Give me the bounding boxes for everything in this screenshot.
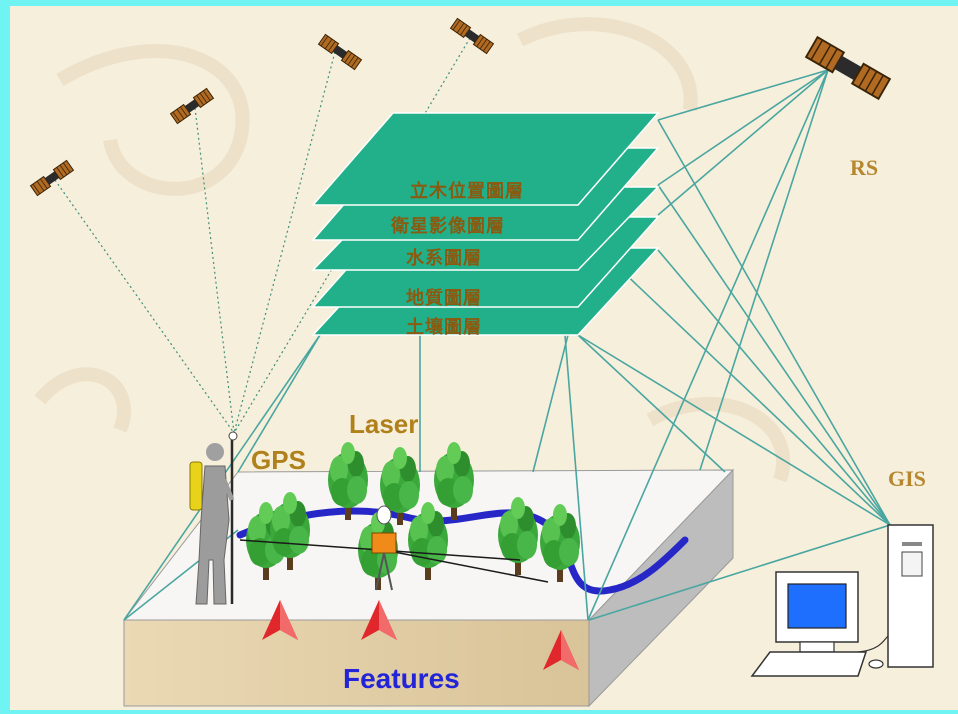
rs-label: RS bbox=[850, 155, 879, 180]
features-label: Features bbox=[343, 663, 460, 694]
background-texture bbox=[34, 17, 791, 483]
layer-tree-position bbox=[311, 112, 660, 206]
laser-label: Laser bbox=[349, 409, 419, 439]
computer-icon bbox=[750, 524, 934, 677]
layer-label-soil: 土壤圖層 bbox=[406, 317, 482, 338]
layer-stack bbox=[311, 112, 660, 336]
gis-label: GIS bbox=[888, 466, 926, 491]
surveyor-icon bbox=[189, 431, 238, 605]
layer-label-geology: 地質圖層 bbox=[406, 288, 482, 309]
laser-device-icon bbox=[239, 505, 549, 591]
layer-label-tree-position: 立木位置圖層 bbox=[410, 181, 524, 202]
gps-label: GPS bbox=[251, 445, 306, 475]
connector-lines bbox=[123, 69, 891, 621]
layer-label-satellite-image: 衛星影像圖層 bbox=[391, 216, 505, 237]
layer-label-water: 水系圖層 bbox=[406, 248, 482, 269]
